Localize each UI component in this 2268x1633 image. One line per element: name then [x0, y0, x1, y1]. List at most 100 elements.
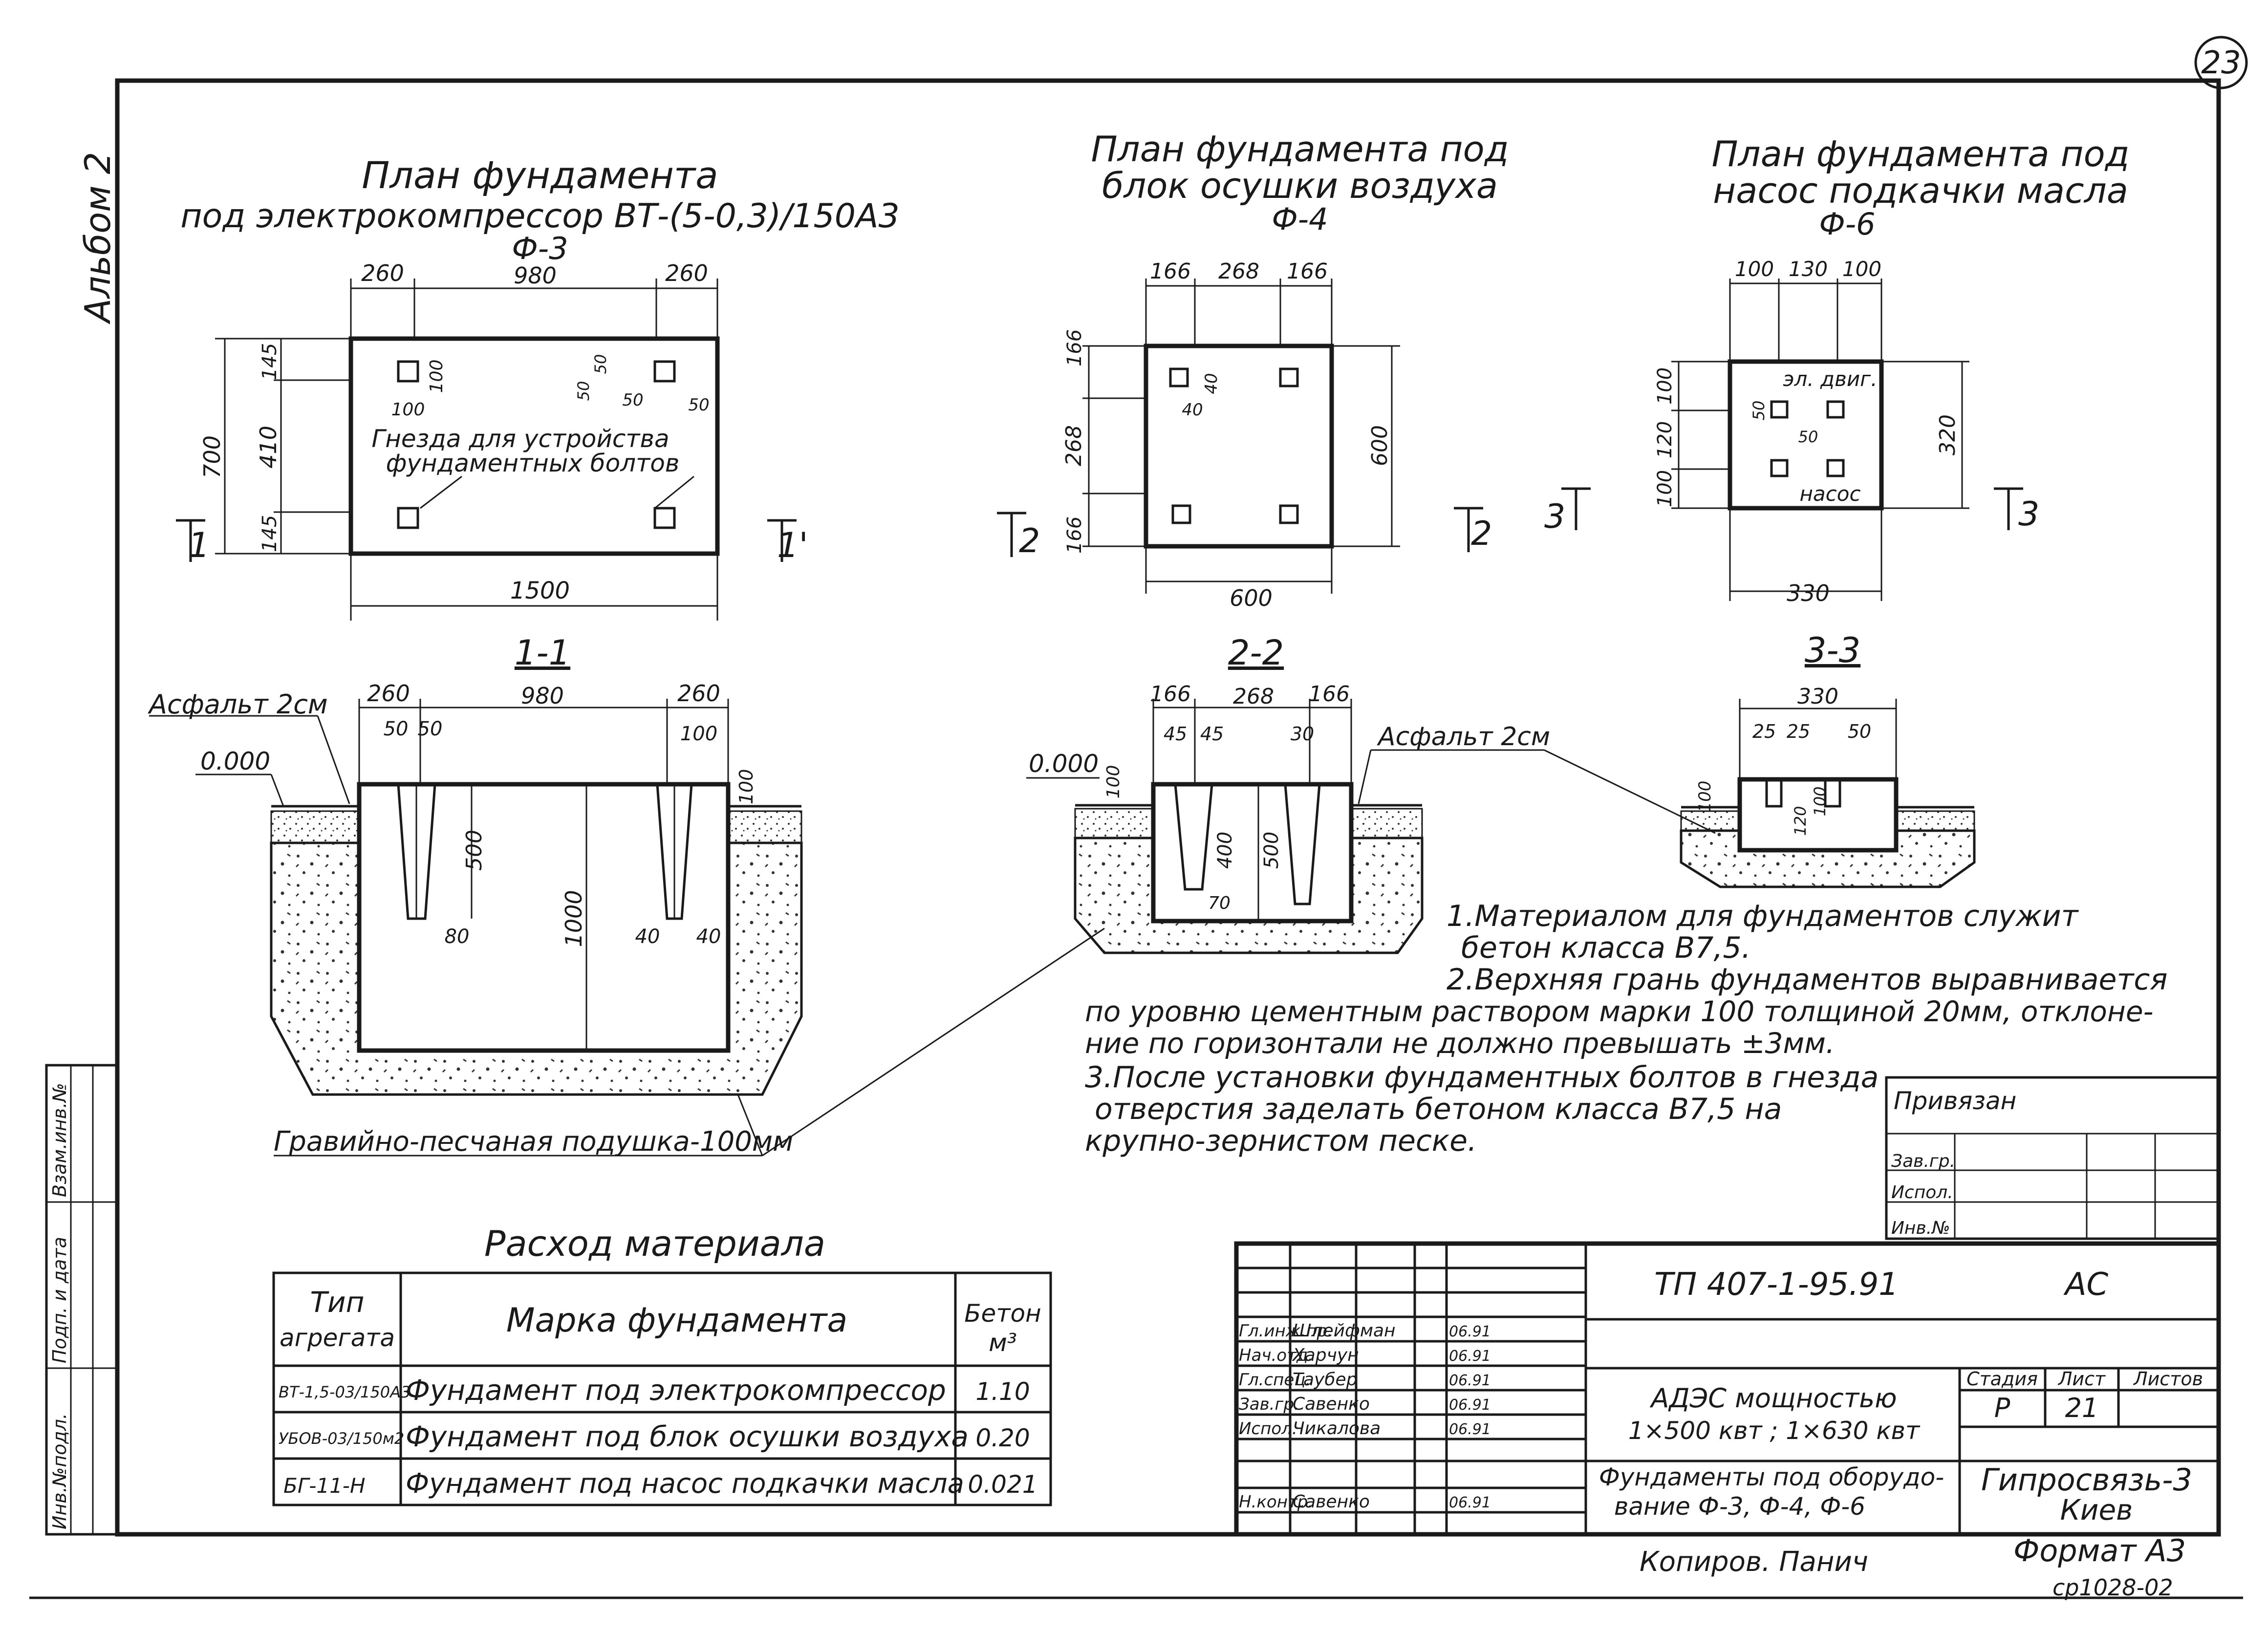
staff-3-date: 06.91	[1449, 1372, 1491, 1389]
section-3-title: 3-3	[1805, 630, 1860, 670]
staff-4-date: 06.91	[1449, 1397, 1491, 1414]
plan-f6-bolt-dim-1: 50	[1750, 401, 1768, 421]
staff-1-name: Шлейфман	[1293, 1321, 1396, 1341]
material-table: Расход материала Тип агрегата Марка фунд…	[272, 1223, 1052, 1506]
plan-f4-section-right: 2	[1471, 515, 1492, 553]
section-3-top: 100	[1695, 781, 1715, 813]
plan-f4-section-left: 2	[1019, 522, 1040, 560]
staff-2-role: Нач.отд.	[1239, 1346, 1313, 1365]
material-row-1-mark: Фундамент под электрокомпрессор	[406, 1374, 946, 1407]
plan-f3-bolt-dim-3: 50	[622, 390, 643, 410]
section-1-total: 1000	[561, 890, 587, 947]
title-block-code: ТП 407-1-95.91	[1654, 1267, 1899, 1303]
note-line-3: 2.Верхняя грань фундаментов выравниваетс…	[1447, 963, 2167, 997]
plan-f3-bolt-dim-2: 100	[427, 360, 447, 393]
staff-3-name: Таубер	[1293, 1370, 1358, 1390]
side-stamp-replace: Взам.инв.№	[49, 1083, 70, 1197]
plan-f4-title2: блок осушки воздуха	[1102, 165, 1498, 206]
plan-f6-bolt-dim-2: 50	[1798, 428, 1818, 446]
material-title: Расход материала	[484, 1223, 825, 1264]
staff-2-name: Харчун	[1292, 1345, 1359, 1365]
note-line-8: крупно-зернистом песке.	[1085, 1124, 1477, 1158]
plan-f6-width: 330	[1787, 580, 1830, 606]
plan-f4-bolt-dim-2: 40	[1202, 373, 1221, 394]
plan-f3-code: Ф-3	[512, 231, 568, 266]
plan-f4-vdim-2: 268	[1061, 425, 1086, 466]
staff-4-name: Савенко	[1293, 1394, 1370, 1414]
plan-f3-bolt-dim-5: 50	[574, 381, 593, 401]
plan-f3-bolt-dim-4: 50	[688, 395, 709, 415]
bound-row-3: Инв.№	[1891, 1218, 1950, 1238]
section-1-dim-3: 260	[677, 680, 720, 707]
plan-f3-dim-top-2: 980	[514, 262, 557, 289]
section-2-bolt-dim-1: 45	[1164, 723, 1187, 745]
section-2-dim-1: 166	[1150, 682, 1191, 707]
title-block-sheets-label: Листов	[2133, 1368, 2203, 1390]
plan-f4-dim-top-3: 166	[1287, 259, 1328, 284]
bound-row-2: Испол.	[1891, 1182, 1953, 1203]
section-2-bolt-dim-2: 45	[1200, 723, 1224, 745]
staff-4-role: Зав.гр.	[1239, 1395, 1299, 1414]
plan-f3: План фундамента под электрокомпрессор ВТ…	[176, 153, 900, 621]
title-block-sheet: 21	[2065, 1393, 2099, 1423]
note-line-2: бетон класса В7,5.	[1461, 931, 1751, 965]
title-block-section-code: АС	[2063, 1267, 2109, 1303]
note-line-4: по уровню цементным раствором марки 100 …	[1085, 995, 2153, 1028]
material-row-1-concrete: 1.10	[975, 1377, 1030, 1406]
staff-6-name: Савенко	[1293, 1492, 1370, 1512]
title-block-org2: Киев	[2060, 1493, 2133, 1526]
side-stamp-sign: Подп. и дата	[49, 1237, 70, 1363]
section-3-bolt-dim-1: 25	[1752, 721, 1776, 742]
material-header-mark: Марка фундамента	[506, 1301, 847, 1340]
plan-f4: План фундамента под блок осушки воздуха …	[997, 129, 1509, 611]
section-3-bolt-dim-2: 25	[1787, 721, 1810, 742]
section-1-1: 1-1 260 980 260 50 50 100 500 1000 100 8…	[148, 633, 1105, 1158]
section-1-bottom-dim-2: 40	[635, 925, 660, 948]
plan-f6-label-bottom: насос	[1799, 482, 1860, 506]
section-1-top: 100	[735, 769, 757, 805]
staff-1-role: Гл.инж.пр.	[1239, 1321, 1333, 1341]
section-1-bottom-dim-1: 80	[445, 925, 470, 948]
title-block-stage-label: Стадия	[1966, 1368, 2038, 1390]
section-1-cushion: Гравийно-песчаная подушка-100мм	[274, 1126, 793, 1158]
plan-f3-vdim-2: 410	[255, 426, 281, 469]
material-header-type2: агрегата	[280, 1324, 395, 1352]
plan-f4-title1: План фундамента под	[1091, 129, 1509, 170]
section-2-dim-2: 268	[1233, 684, 1274, 709]
section-1-dim-2: 980	[521, 683, 564, 709]
plan-f3-bolt-dim-6: 50	[591, 354, 610, 374]
bound-row-1: Зав.гр.	[1891, 1151, 1955, 1171]
plan-f3-vdim-3: 145	[259, 515, 281, 552]
plan-f4-vdim-1: 166	[1063, 329, 1086, 366]
plan-f3-note1: Гнезда для устройства	[371, 425, 669, 453]
note-line-1: 1.Материалом для фундаментов служит	[1447, 899, 2079, 933]
material-header-concrete2: м³	[989, 1329, 1017, 1357]
section-2-level: 0.000	[1029, 750, 1099, 778]
title-block-drawing2: вание Ф-3, Ф-4, Ф-6	[1614, 1492, 1865, 1521]
title-block: ТП 407-1-95.91 АС Гл.инж.пр. Шлейфман 06…	[1234, 1241, 2221, 1537]
outer-frame	[115, 78, 2221, 1537]
section-1-depth: 500	[462, 830, 487, 871]
section-3-bolt-dim-3: 50	[1848, 721, 1871, 742]
plan-f4-code: Ф-4	[1272, 201, 1328, 237]
section-2-asphalt: Асфальт 2см	[1377, 722, 1550, 752]
plan-f3-dim-top-1: 260	[361, 260, 404, 286]
title-block-object1: АДЭС мощностью	[1649, 1383, 1897, 1414]
plan-f4-vdim-3: 166	[1063, 516, 1086, 554]
plan-f4-height: 600	[1367, 425, 1392, 466]
section-1-bolt-dim-2: 50	[418, 718, 443, 740]
plan-f6-section-left: 3	[1544, 497, 1565, 536]
section-2-depth2: 500	[1260, 832, 1283, 869]
material-row-3-concrete: 0.021	[968, 1470, 1037, 1499]
bound-stamp: Привязан Зав.гр. Испол. Инв.№	[1885, 1076, 2220, 1240]
sheet-number: 23	[2201, 45, 2241, 81]
copied-by: Копиров. Панич	[1640, 1546, 1868, 1578]
section-1-bottom-dim-3: 40	[696, 925, 721, 948]
section-1-dim-1: 260	[367, 680, 410, 707]
plan-f3-bolt-dim-1: 100	[391, 400, 425, 420]
title-block-sheet-label: Лист	[2057, 1368, 2106, 1390]
plan-f6-dim-top-3: 100	[1842, 257, 1881, 281]
section-1-bolt-dim-3: 100	[680, 723, 717, 745]
plan-f6-label-top: эл. двиг.	[1783, 367, 1877, 391]
staff-6-date: 06.91	[1449, 1494, 1491, 1511]
